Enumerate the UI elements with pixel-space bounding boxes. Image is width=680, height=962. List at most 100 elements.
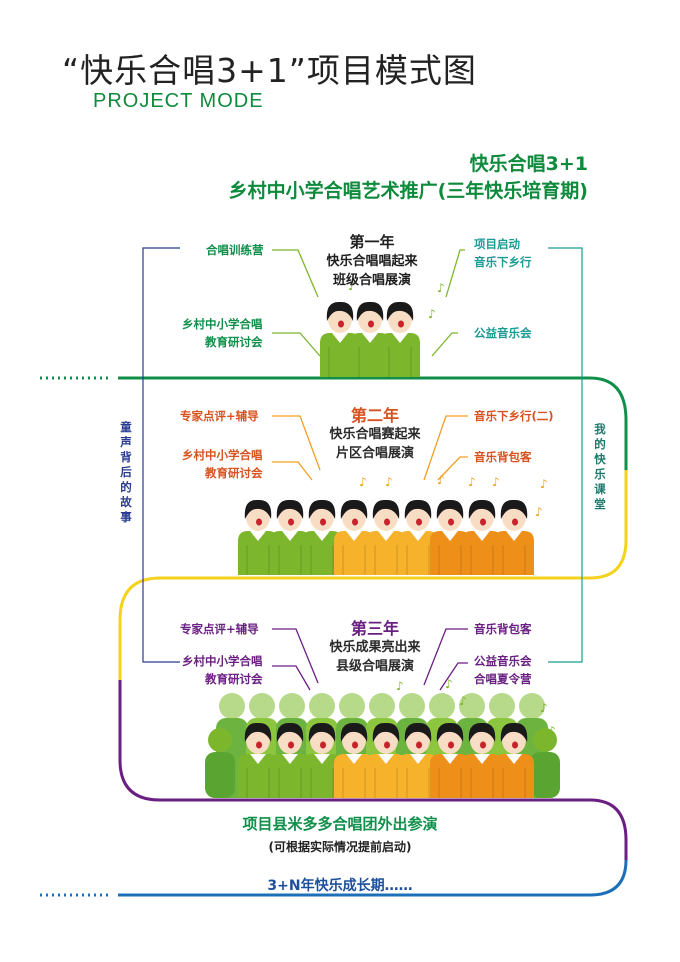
year3-right-item-1: 音乐背包客 xyxy=(474,622,532,636)
year3-line2: 县级合唱展演 xyxy=(335,659,414,674)
child-figure xyxy=(270,722,310,798)
bottom-line1: 项目县米多多合唱团外出参演 xyxy=(242,815,438,833)
crowd-head xyxy=(369,693,395,719)
children-group-year1 xyxy=(320,301,420,377)
connectors-year2 xyxy=(272,415,468,481)
side-label-left: 童声背后的故事 xyxy=(120,420,132,524)
year1-line2: 班级合唱展演 xyxy=(332,273,411,288)
year3-left-item-3: 教育研讨会 xyxy=(205,672,263,686)
child-figure xyxy=(398,499,438,575)
children-group-year3 xyxy=(238,722,534,798)
child-figure xyxy=(380,301,420,377)
crowd-head xyxy=(489,693,515,719)
music-note-icon: ♪ xyxy=(459,694,467,708)
year2-left-item-3: 教育研讨会 xyxy=(205,466,263,480)
child-figure xyxy=(270,499,310,575)
year1-left-item-1: 合唱训练营 xyxy=(206,243,264,257)
child-figure xyxy=(238,499,278,575)
year1-right-item-1: 项目启动 xyxy=(474,237,520,251)
year3-block: 第三年 快乐成果亮出来 县级合唱展演 xyxy=(300,619,450,676)
road-blue xyxy=(118,859,628,897)
crowd-head xyxy=(459,693,485,719)
year2-block: 第二年 快乐合唱赛起来 片区合唱展演 xyxy=(300,406,450,463)
child-figure xyxy=(462,722,502,798)
music-note-icon: ♪ xyxy=(535,505,543,519)
header-line1: 快乐合唱3+1 xyxy=(469,153,588,175)
music-note-icon: ♪ xyxy=(437,473,445,487)
child-figure xyxy=(430,499,470,575)
child-figure xyxy=(430,722,470,798)
music-note-icon: ♪ xyxy=(492,475,500,489)
year2-left-item-2: 乡村中小学合唱 xyxy=(182,448,263,462)
music-note-icon: ♪ xyxy=(540,477,548,491)
music-note-icon: ♪ xyxy=(548,724,556,738)
music-note-icon: ♪ xyxy=(468,475,476,489)
music-note-icon: ♪ xyxy=(445,677,453,691)
crowd-head xyxy=(533,728,557,752)
year1-right-item-3: 公益音乐会 xyxy=(474,326,532,340)
child-figure xyxy=(302,722,342,798)
year1-block: 第一年 快乐合唱唱起来 班级合唱展演 xyxy=(297,233,447,290)
year1-right-item-2: 音乐下乡行 xyxy=(474,255,532,269)
child-figure xyxy=(494,499,534,575)
side-label-right: 我的快乐课堂 xyxy=(594,422,606,511)
year3-right-item-3: 合唱夏令营 xyxy=(474,672,532,686)
road-purple xyxy=(118,680,628,860)
connectors-year3 xyxy=(272,628,468,691)
child-figure xyxy=(238,722,278,798)
child-figure xyxy=(302,499,342,575)
crowd-head xyxy=(219,693,245,719)
year3-line1: 快乐成果亮出来 xyxy=(329,640,421,655)
right-bracket xyxy=(548,247,583,663)
year3-title: 第三年 xyxy=(350,619,399,638)
header-line2: 乡村中小学合唱艺术推广(三年快乐培育期) xyxy=(228,180,588,202)
year1-line1: 快乐合唱唱起来 xyxy=(326,254,418,269)
music-note-icon: ♪ xyxy=(540,701,548,715)
music-note-icon: ♪ xyxy=(359,475,367,489)
child-figure xyxy=(366,722,406,798)
year1-left-item-3: 教育研讨会 xyxy=(205,335,263,349)
year2-title: 第二年 xyxy=(350,406,399,425)
crowd-head xyxy=(519,693,545,719)
year1-left-item-2: 乡村中小学合唱 xyxy=(182,317,263,331)
crowd-body xyxy=(530,752,560,798)
year3-left-item-2: 乡村中小学合唱 xyxy=(182,654,263,668)
bottom-line2: (可根据实际情况提前启动) xyxy=(268,840,412,854)
child-figure xyxy=(398,722,438,798)
year2-right-item-1: 音乐下乡行(二) xyxy=(474,409,554,423)
crowd-head xyxy=(249,693,275,719)
child-figure xyxy=(366,499,406,575)
music-note-icon: ♪ xyxy=(348,279,356,293)
crowd-head xyxy=(309,693,335,719)
crowd-body xyxy=(205,752,235,798)
page-title: “快乐合唱3+1”项目模式图 xyxy=(62,51,477,90)
crowd-head xyxy=(429,693,455,719)
child-figure xyxy=(494,722,534,798)
music-notes: ♪♪♪♪♪♪♪♪♪♪♪♪♪♪♪ xyxy=(348,279,556,738)
child-figure xyxy=(334,722,374,798)
crowd-head xyxy=(339,693,365,719)
year2-line1: 快乐合唱赛起来 xyxy=(329,427,421,442)
bottom-line3: 3+N年快乐成长期…… xyxy=(267,878,413,894)
music-note-icon: ♪ xyxy=(396,679,404,693)
year2-right-item-2: 音乐背包客 xyxy=(474,450,532,464)
music-note-icon: ♪ xyxy=(428,307,436,321)
child-figure xyxy=(334,499,374,575)
road-green xyxy=(118,376,628,470)
crowd-head xyxy=(399,693,425,719)
year2-line2: 片区合唱展演 xyxy=(335,446,414,461)
child-figure xyxy=(462,499,502,575)
crowd-head xyxy=(208,728,232,752)
music-note-icon: ♪ xyxy=(437,281,445,295)
year2-left-item-1: 专家点评+辅导 xyxy=(180,409,259,423)
children-group-year2 xyxy=(238,499,534,575)
year3-left-item-1: 专家点评+辅导 xyxy=(180,622,259,636)
left-bracket xyxy=(142,247,180,663)
road-yellow xyxy=(118,470,628,680)
year1-title: 第一年 xyxy=(349,233,395,251)
crowd-head xyxy=(279,693,305,719)
connectors-year1 xyxy=(272,249,465,357)
music-note-icon: ♪ xyxy=(385,475,393,489)
year3-right-item-2: 公益音乐会 xyxy=(474,654,532,668)
